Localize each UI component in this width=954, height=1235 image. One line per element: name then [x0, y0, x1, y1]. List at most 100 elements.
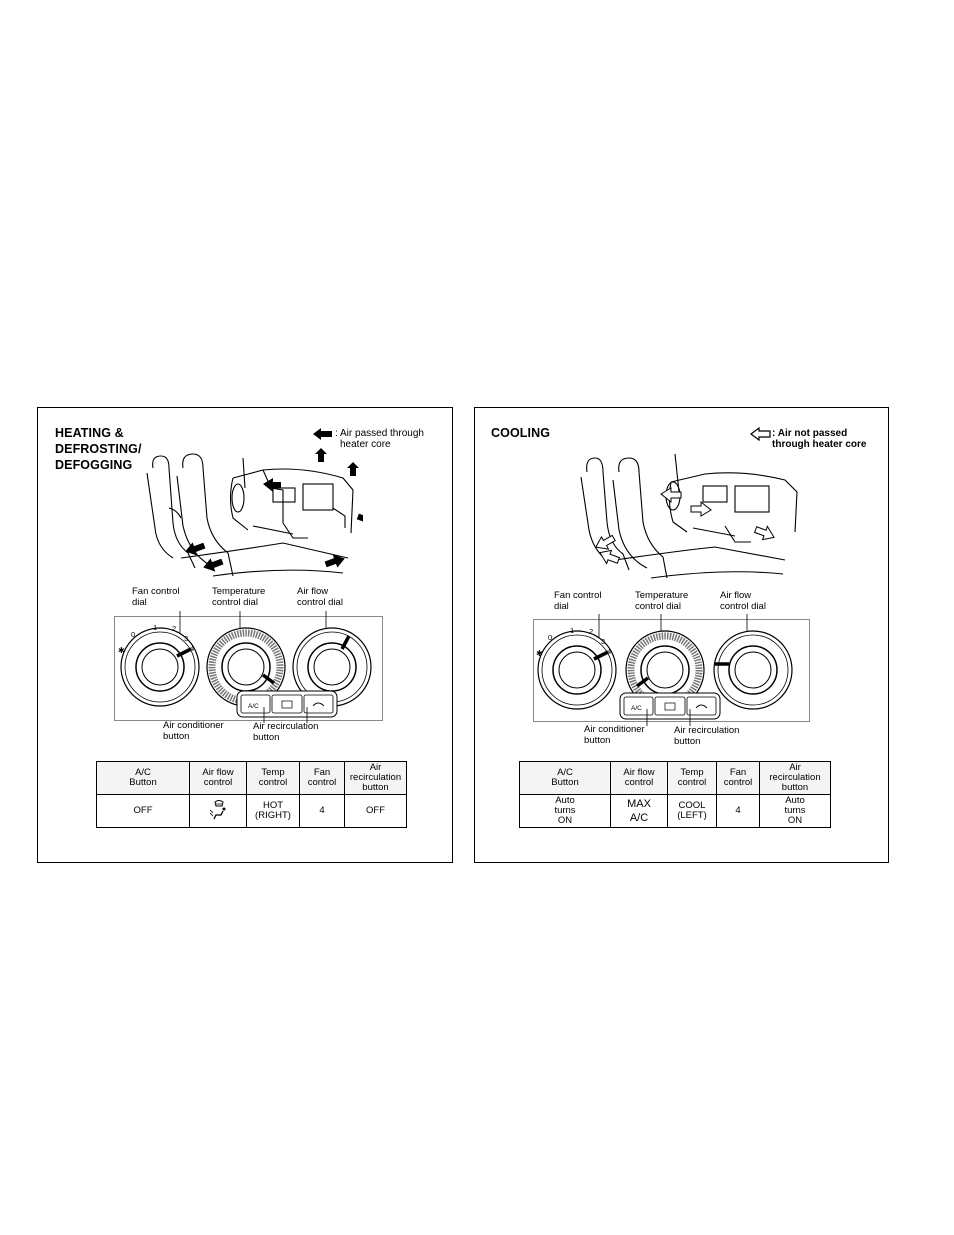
- label-line: Air flow: [297, 586, 329, 597]
- recirculation-icon: [695, 704, 708, 709]
- title-line-1: COOLING: [491, 426, 551, 440]
- air-recirculation-button[interactable]: [303, 694, 334, 714]
- cell-line: recirculation: [769, 772, 821, 783]
- panel-title: COOLING: [491, 425, 550, 441]
- title-line-2: DEFROSTING/: [55, 442, 142, 456]
- cell-line: HOT: [262, 800, 284, 811]
- legend-line-2: heater core: [340, 439, 391, 450]
- cell-line: Air flow: [202, 767, 234, 778]
- cell-line: button: [781, 782, 809, 793]
- cell-line: (RIGHT): [255, 810, 291, 821]
- fan-number: 0: [548, 633, 552, 642]
- cell-line: Button: [129, 777, 157, 788]
- cell-line: Auto: [785, 795, 805, 806]
- fan-number: 3: [184, 634, 188, 643]
- car-interior-illustration: [580, 453, 798, 579]
- cell-line: A/C: [135, 767, 151, 778]
- fan-control-dial[interactable]: ✱: [536, 630, 617, 710]
- heating-defrosting-panel: HEATING & DEFROSTING/ DEFOGGING : Air pa…: [37, 407, 453, 863]
- ac-button-label: A/C: [248, 703, 259, 710]
- air-conditioner-button-label: Air conditioner button: [584, 724, 645, 746]
- table-cell: MAX A/C: [610, 794, 668, 828]
- cell-line: ON: [557, 815, 573, 826]
- legend-text: : Air passed through heater core: [335, 428, 424, 450]
- cell-line: MAX: [627, 798, 651, 810]
- label-line: dial: [132, 596, 147, 608]
- label-line: Fan control: [132, 586, 180, 597]
- title-line-3: DEFOGGING: [55, 458, 133, 472]
- label-line: Temperature: [635, 590, 689, 601]
- cell-line: control: [677, 777, 707, 788]
- label-line: button: [674, 735, 701, 747]
- label-line: button: [163, 730, 190, 742]
- fan-control-dial-label: Fan control dial: [132, 586, 180, 608]
- button-strip: A/C: [619, 692, 721, 720]
- cell-line: control: [723, 777, 753, 788]
- fan-number: 3: [601, 637, 605, 646]
- cooling-panel: COOLING : Air not passed through heater …: [474, 407, 889, 863]
- air-recirculation-button[interactable]: [686, 696, 717, 716]
- label-line: Air recirculation: [674, 725, 740, 736]
- defrost-floor-icon: [209, 799, 226, 819]
- temperature-control-dial-label: Temperature control dial: [635, 590, 689, 612]
- cell-line: Button: [551, 777, 579, 788]
- ac-button[interactable]: [623, 696, 654, 716]
- ac-button[interactable]: [240, 694, 271, 714]
- cell-line: A/C: [557, 767, 573, 778]
- label-line: Air conditioner: [584, 724, 645, 735]
- cell-line: COOL: [678, 800, 706, 811]
- svg-text:✱: ✱: [118, 646, 125, 655]
- cell-line: Fan: [729, 767, 747, 778]
- title-line-1: HEATING &: [55, 426, 124, 440]
- legend-line-1: : Air passed through: [335, 428, 424, 439]
- label-line: control dial: [297, 596, 343, 608]
- legend-line-1: : Air not passed: [772, 428, 848, 439]
- svg-text:✱: ✱: [536, 649, 543, 658]
- filled-left-arrow-icon: [313, 428, 332, 440]
- temperature-control-dial[interactable]: [206, 627, 286, 707]
- cell-line: control: [203, 777, 233, 788]
- air-flow-control-dial-label: Air flow control dial: [720, 590, 766, 612]
- cell-line: turns: [554, 805, 576, 816]
- cell-line: Air: [789, 762, 801, 773]
- fan-number: 2: [172, 624, 176, 633]
- fan-number: 1: [570, 626, 574, 635]
- cell-line: (LEFT): [677, 810, 707, 821]
- rear-defrost-button[interactable]: [654, 696, 686, 716]
- rear-defrost-button[interactable]: [271, 694, 303, 714]
- cell-line: 4: [735, 805, 741, 816]
- table-value-row: OFF HOT(RIGHT) 4 OFF: [96, 794, 407, 828]
- table-cell: 4: [716, 794, 760, 828]
- label-line: button: [253, 731, 280, 743]
- air-flow-control-dial[interactable]: [713, 630, 793, 710]
- air-flow-control-dial-label: Air flow control dial: [297, 586, 343, 608]
- temperature-control-dial[interactable]: [625, 630, 705, 710]
- fan-number: 4: [190, 644, 194, 653]
- cell-line: A/C: [629, 812, 649, 824]
- cell-line: Temp: [680, 767, 704, 778]
- cell-line: button: [362, 782, 389, 793]
- cell-line: Auto: [555, 795, 575, 806]
- fan-control-dial[interactable]: ✱: [118, 627, 200, 707]
- recirculation-icon: [312, 702, 325, 707]
- cell-line: control: [258, 777, 288, 788]
- label-line: control dial: [720, 600, 766, 612]
- climate-control-panel: ✱ 0 1 2 3 4 A/C: [114, 611, 383, 723]
- table-cell: OFF: [96, 794, 190, 828]
- temperature-control-dial-label: Temperature control dial: [212, 586, 265, 608]
- cell-line: OFF: [133, 805, 153, 816]
- cell-line: Air flow: [623, 767, 655, 778]
- fan-number: 2: [589, 627, 593, 636]
- label-line: control dial: [212, 596, 258, 608]
- climate-control-panel: ✱ 0 1 2 3 4 A/C: [533, 614, 810, 726]
